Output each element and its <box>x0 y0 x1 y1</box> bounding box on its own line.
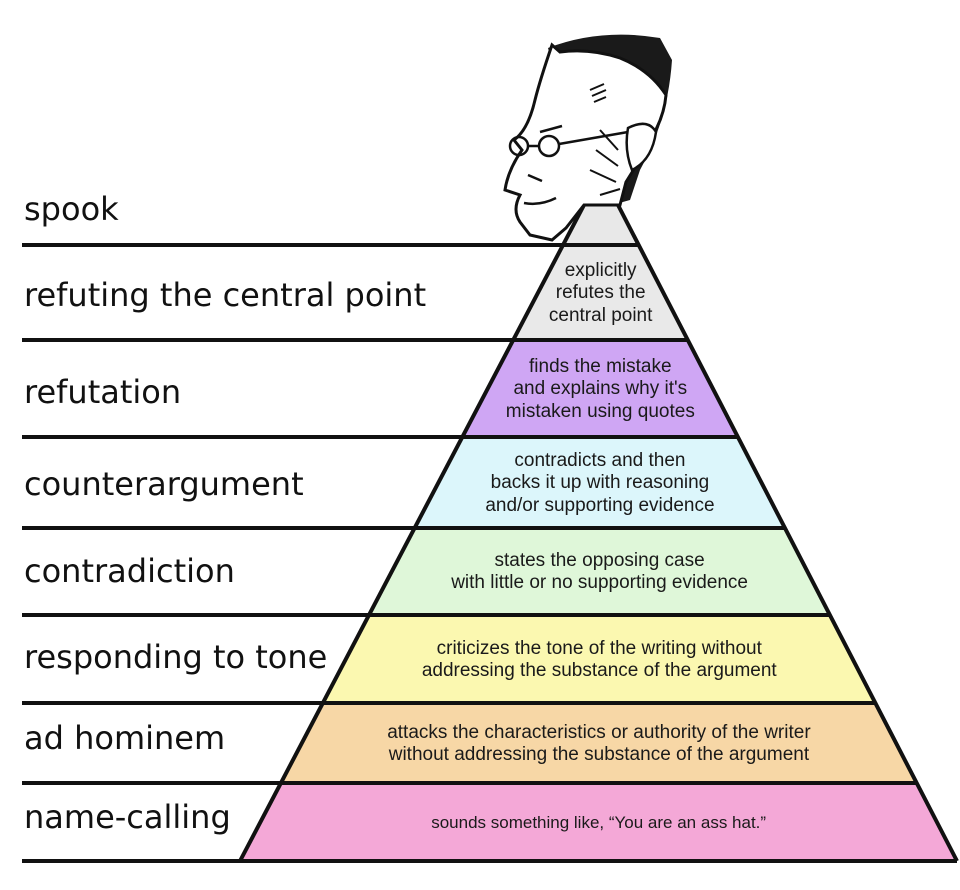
pyramid-band-ad-hominem <box>280 703 917 783</box>
level-label: responding to tone <box>24 638 328 676</box>
pyramid-band-name-calling <box>240 783 957 861</box>
pyramid-band-refuting-the-central-point <box>513 245 688 340</box>
pyramid-band-counterargument <box>414 437 785 528</box>
level-label: contradiction <box>24 552 235 590</box>
level-label: name-calling <box>24 798 231 836</box>
level-label: counterargument <box>24 465 304 503</box>
pyramid-band-contradiction <box>369 528 830 615</box>
pyramid-band-responding-to-tone <box>322 615 876 703</box>
level-description: criticizes the tone of the writing witho… <box>421 637 777 681</box>
level-description: attacks the characteristics or authority… <box>387 721 811 765</box>
level-label: refuting the central point <box>24 276 427 314</box>
level-description: sounds something like, “You are an ass h… <box>431 812 767 832</box>
level-label: refutation <box>24 373 182 411</box>
level-label: spook <box>24 190 119 228</box>
level-label: ad hominem <box>24 719 226 757</box>
pyramid-band-refutation <box>462 340 738 437</box>
pyramid-left-edge <box>238 204 586 862</box>
pyramid-right-edge <box>616 204 959 862</box>
caricature-portrait-icon <box>503 34 672 242</box>
pyramid-band-spook <box>563 205 639 245</box>
